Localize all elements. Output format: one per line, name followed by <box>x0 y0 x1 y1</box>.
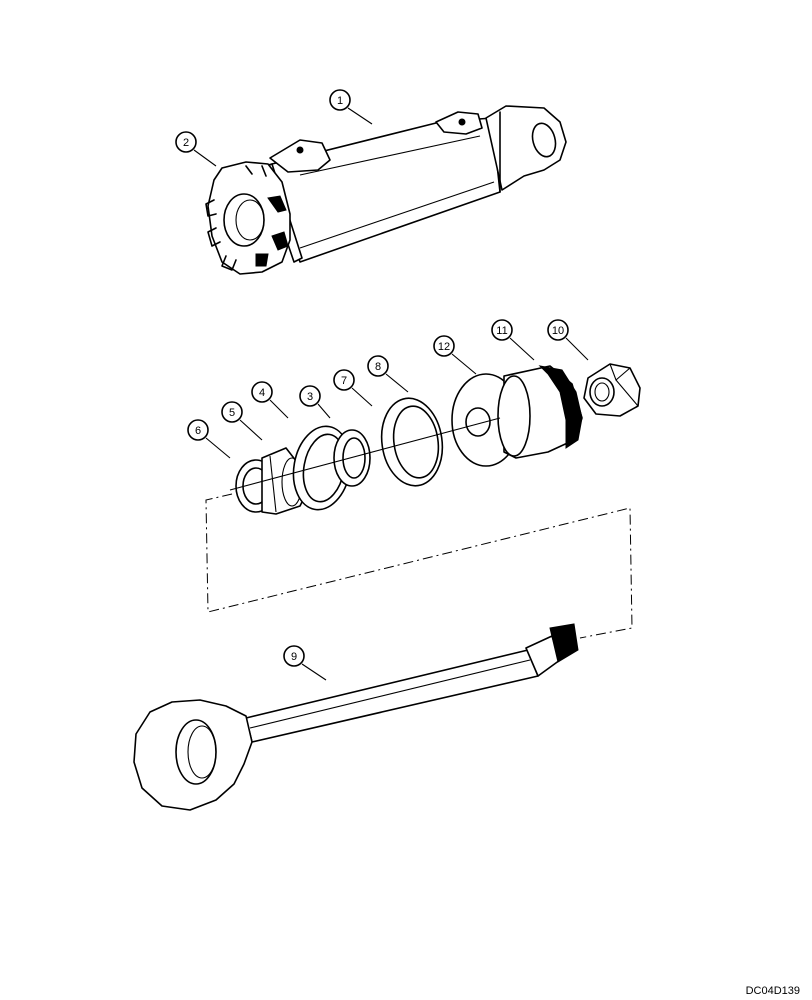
callout-4: 4 <box>251 381 273 403</box>
callout-8: 8 <box>367 355 389 377</box>
callout-9: 9 <box>283 645 305 667</box>
piston-rod <box>133 623 579 811</box>
cylinder-barrel <box>205 105 567 275</box>
callout-11: 11 <box>491 319 513 341</box>
svg-text:6: 6 <box>195 425 201 437</box>
callout-7: 7 <box>333 369 355 391</box>
drawing-code: DC04D139 <box>746 985 800 997</box>
callout-10: 10 <box>547 319 569 341</box>
part-11-seal-assembly <box>497 365 583 459</box>
callout-12: 12 <box>433 335 455 357</box>
svg-text:10: 10 <box>552 325 564 337</box>
callout-2: 2 <box>175 131 197 153</box>
svg-text:7: 7 <box>341 375 347 387</box>
svg-text:12: 12 <box>438 341 450 353</box>
svg-text:5: 5 <box>229 407 235 419</box>
assembly-guide-line <box>205 493 633 639</box>
callout-5: 5 <box>221 401 243 423</box>
svg-text:9: 9 <box>291 651 297 663</box>
svg-text:1: 1 <box>337 95 343 107</box>
callout-1: 1 <box>329 89 351 111</box>
svg-text:4: 4 <box>259 387 265 399</box>
svg-text:3: 3 <box>307 391 313 403</box>
callout-leaders <box>193 107 589 681</box>
svg-text:11: 11 <box>496 325 507 337</box>
part-10-lock-nut <box>583 363 641 417</box>
svg-text:2: 2 <box>183 137 189 149</box>
callout-3: 3 <box>299 385 321 407</box>
svg-text:8: 8 <box>375 361 381 373</box>
callout-6: 6 <box>187 419 209 441</box>
